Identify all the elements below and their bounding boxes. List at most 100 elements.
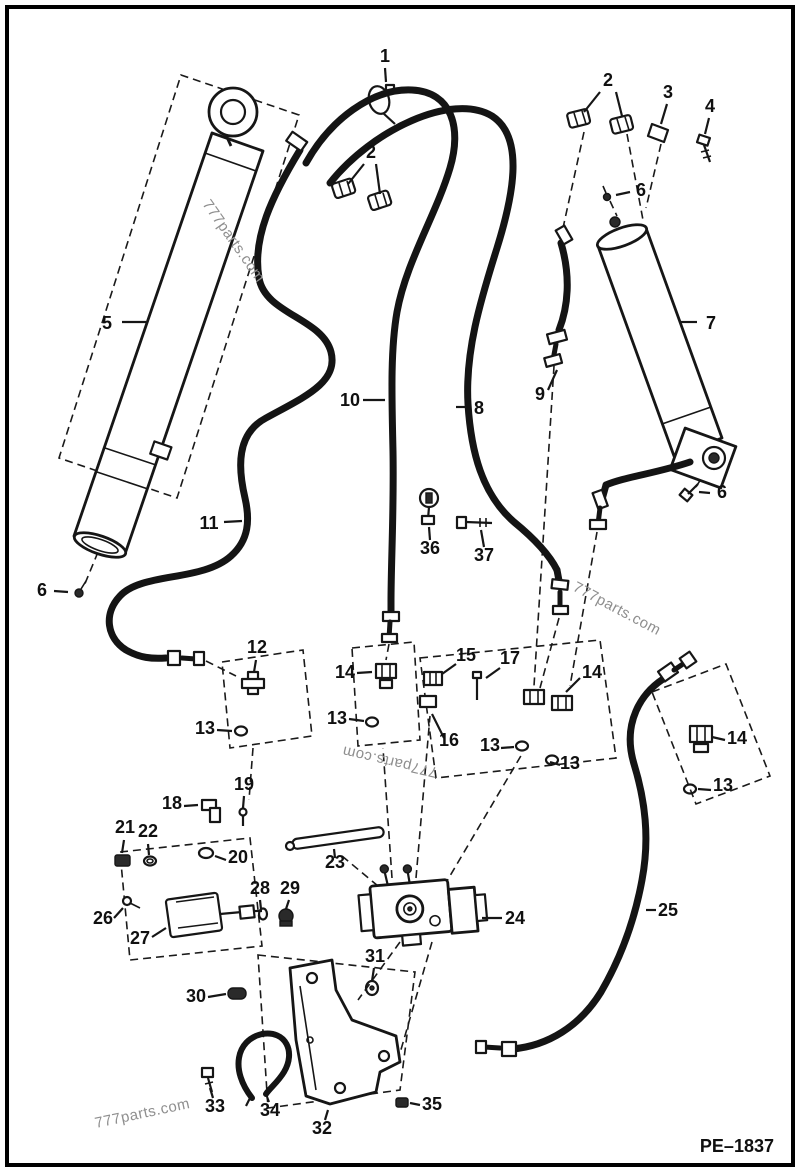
bolt-6-bottom — [678, 483, 699, 503]
fitting-15-16-17-group — [418, 670, 483, 709]
bolt-4 — [695, 133, 712, 163]
callout-1: 1 — [380, 46, 390, 66]
dashed-group-lines — [57, 73, 772, 1109]
callout-15: 15 — [456, 645, 476, 665]
callout-21: 21 — [115, 817, 135, 837]
bolt-33 — [200, 1066, 215, 1093]
hose-8 — [326, 105, 570, 616]
callout-25-hose: 25 — [658, 900, 678, 920]
callout-18: 18 — [162, 793, 182, 813]
fitting-14-a-group — [364, 662, 398, 728]
washer-22 — [142, 855, 158, 867]
callout-19: 19 — [234, 774, 254, 794]
callout-4: 4 — [705, 96, 715, 116]
callout-numbers: 1 2 2 3 4 5 6 7 6 8 9 10 11 6 36 37 12 1… — [37, 46, 747, 1138]
callout-14-c: 14 — [727, 728, 747, 748]
pin-19 — [238, 807, 248, 826]
hose-clamps-2-right — [566, 108, 635, 135]
o-ring-13-d — [682, 783, 698, 795]
hose-25 — [474, 650, 698, 1058]
callout-8-hose: 8 — [474, 398, 484, 418]
ring-28 — [257, 907, 269, 921]
callout-22: 22 — [138, 821, 158, 841]
eyelet-36 — [418, 487, 440, 526]
callout-13-a: 13 — [327, 708, 347, 728]
o-ring-20 — [197, 846, 215, 860]
cylinder-7-rod-stub — [609, 216, 621, 228]
hose-9-end-fitting — [545, 328, 569, 346]
watermark-bottom-left: 777parts.com — [93, 1095, 191, 1132]
callout-13-d: 13 — [713, 775, 733, 795]
clip-35 — [395, 1097, 409, 1108]
callout-32-bracket: 32 — [312, 1118, 332, 1138]
fitting-14-c-group — [682, 724, 714, 795]
hose-11-top-fitting — [285, 130, 309, 153]
callout-16: 16 — [439, 730, 459, 750]
grommet-31 — [364, 979, 380, 997]
grease-fitting-6-left — [74, 588, 84, 598]
watermark-right: 777parts.com — [570, 579, 664, 639]
callout-12: 12 — [247, 637, 267, 657]
callout-11-hose: 11 — [199, 513, 218, 533]
callout-13-e: 13 — [195, 718, 215, 738]
fitting-16 — [418, 694, 438, 709]
rod-23 — [284, 826, 385, 852]
callout-13-b: 13 — [480, 735, 500, 755]
callout-20: 20 — [228, 847, 248, 867]
callout-33: 33 — [205, 1096, 225, 1116]
hose-clamps-2-center — [331, 177, 393, 212]
callout-2-hose-clamps: 2 — [366, 142, 376, 162]
callout-6-bolt: 6 — [717, 482, 727, 502]
callout-14-a: 14 — [335, 662, 355, 682]
callout-23: 23 — [325, 852, 345, 872]
callout-7-tilt-cylinder: 7 — [706, 313, 716, 333]
hose-11 — [105, 130, 336, 667]
callout-29: 29 — [280, 878, 300, 898]
callout-35: 35 — [422, 1094, 442, 1114]
lift-cylinder-5 — [72, 86, 265, 598]
callout-28: 28 — [250, 878, 270, 898]
callout-31: 31 — [365, 946, 385, 966]
callout-10-hose: 10 — [340, 390, 360, 410]
nut-21 — [114, 854, 131, 867]
cylinder-5-port — [149, 440, 173, 461]
callout-6-fitting-top: 6 — [636, 180, 646, 200]
solenoid-27 — [164, 891, 262, 939]
callout-34: 34 — [260, 1100, 280, 1120]
hose-9 — [543, 224, 574, 369]
hose-25-end-fitting — [500, 1040, 518, 1058]
mount-bracket-32 — [288, 958, 402, 1106]
tee-fitting-12 — [233, 670, 266, 737]
callout-17: 17 — [500, 648, 520, 668]
plug-17 — [471, 670, 483, 680]
pin-26 — [121, 895, 141, 909]
watermark-center: 777parts.com — [341, 742, 439, 780]
callout-leaders — [53, 67, 726, 1121]
hose-10 — [302, 86, 459, 644]
o-ring-13-e — [233, 725, 249, 737]
callout-2-clamps-right: 2 — [603, 70, 613, 90]
drawing-number: PE–1837 — [700, 1136, 774, 1156]
callout-5-lift-cylinder: 5 — [102, 313, 112, 333]
hose-cylinder-7-base — [588, 458, 694, 531]
clip-30 — [227, 987, 247, 1000]
callout-26: 26 — [93, 908, 113, 928]
o-ring-13-a — [364, 716, 380, 728]
elbow-18 — [200, 798, 222, 824]
cable-loop-34 — [235, 1030, 292, 1107]
bolt-37 — [455, 515, 493, 530]
callout-24-valve: 24 — [505, 908, 525, 928]
plate-3 — [646, 122, 670, 144]
callout-13-c: 13 — [560, 753, 580, 773]
page-border — [5, 5, 795, 1167]
o-ring-13-b — [514, 740, 530, 752]
callout-9-hose: 9 — [535, 384, 545, 404]
o-ring-13-c — [544, 754, 560, 766]
callout-6-grease-fitting: 6 — [37, 580, 47, 600]
callout-14-b: 14 — [582, 662, 602, 682]
fitting-15 — [422, 670, 444, 687]
control-valve-24 — [357, 864, 489, 947]
fitting-6-top — [602, 192, 612, 202]
callout-27: 27 — [130, 928, 150, 948]
